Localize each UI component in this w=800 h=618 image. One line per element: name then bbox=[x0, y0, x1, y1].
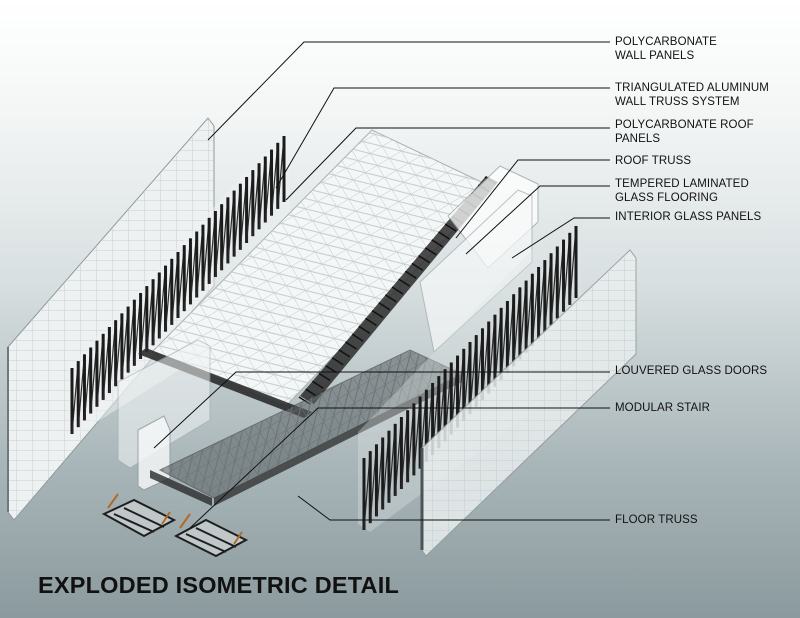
drawing-title: EXPLODED ISOMETRIC DETAIL bbox=[38, 572, 399, 598]
roof-truss-member bbox=[438, 231, 450, 240]
callout-polycarbonate-roof-panels: POLYCARBONATE ROOF PANELS bbox=[615, 119, 754, 145]
roof-truss-member bbox=[318, 372, 331, 382]
roof-truss-member bbox=[398, 278, 411, 287]
callout-interior-glass-panels: INTERIOR GLASS PANELS bbox=[615, 211, 762, 223]
leader-tempered-glass-flooring bbox=[465, 185, 610, 255]
leader-polycarbonate-roof-panels bbox=[285, 127, 610, 201]
roof-truss-member bbox=[384, 294, 397, 303]
polycarbonate-wall-panel-left bbox=[7, 117, 215, 521]
roof-truss-member bbox=[424, 247, 437, 256]
leader-interior-glass-panels bbox=[511, 217, 610, 259]
roof-truss-member bbox=[325, 364, 337, 374]
roof-truss-member bbox=[371, 309, 384, 319]
roof-truss-member bbox=[358, 325, 371, 334]
leader-roof-truss bbox=[455, 159, 610, 239]
callout-modular-stair: MODULAR STAIR bbox=[615, 402, 711, 414]
roof-truss-member bbox=[411, 262, 424, 272]
callout-roof-truss: ROOF TRUSS bbox=[615, 155, 692, 167]
wall-truss-left bbox=[68, 132, 290, 435]
roof-truss-member bbox=[378, 302, 391, 311]
callout-triangulated-wall-truss: TRIANGULATED ALUMINUM WALL TRUSS SYSTEM bbox=[615, 82, 769, 108]
leader-triangulated-wall-truss bbox=[275, 87, 610, 189]
roof-truss-member bbox=[351, 333, 364, 342]
leader-lines bbox=[153, 41, 610, 529]
roof-truss-member bbox=[431, 239, 444, 248]
roof-truss-member bbox=[345, 341, 357, 350]
roof-truss-member bbox=[311, 380, 324, 389]
leader-polycarbonate-wall-panels bbox=[207, 41, 610, 141]
modular-stair-1 bbox=[101, 493, 177, 538]
roof-truss-member bbox=[338, 349, 351, 358]
callout-polycarbonate-wall-panels: POLYCARBONATE WALL PANELS bbox=[615, 36, 717, 62]
roof-truss-member bbox=[418, 254, 430, 264]
modular-stair-2 bbox=[173, 513, 249, 558]
roof-truss-member bbox=[365, 317, 377, 327]
polycarbonate-wall-panel-right bbox=[420, 249, 637, 557]
callout-tempered-glass-flooring: TEMPERED LAMINATED GLASS FLOORING bbox=[615, 178, 749, 204]
leader-modular-stair bbox=[189, 407, 610, 529]
callout-louvered-glass-doors: LOUVERED GLASS DOORS bbox=[615, 365, 768, 377]
roof-truss-member bbox=[404, 270, 417, 279]
leader-louvered-glass-doors bbox=[153, 371, 610, 449]
tempered-glass-flooring bbox=[419, 165, 539, 353]
leader-floor-truss bbox=[297, 495, 610, 521]
roof-truss-member bbox=[391, 286, 404, 295]
roof-truss-member bbox=[331, 357, 344, 366]
callout-floor-truss: FLOOR TRUSS bbox=[615, 514, 698, 526]
roof-truss-member bbox=[305, 388, 318, 397]
roof-truss-member bbox=[444, 223, 457, 232]
floor-truss bbox=[150, 349, 464, 506]
